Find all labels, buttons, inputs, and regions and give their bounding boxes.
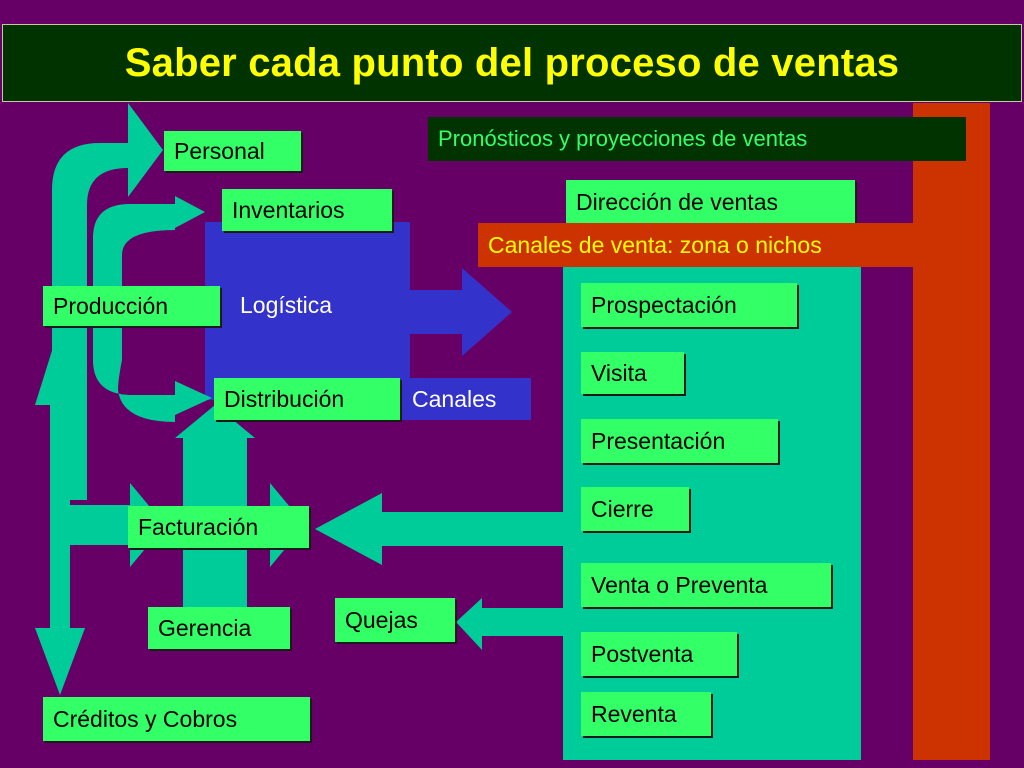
facturacion-box: Facturación (128, 506, 309, 548)
facturacion-label: Facturación (138, 513, 259, 540)
sales-step-label: Prospectación (591, 291, 737, 318)
logistics-block (205, 222, 410, 400)
creditos-box: Créditos y Cobros (43, 697, 310, 741)
canales-box: Canales (402, 378, 531, 420)
sales-step-presentacion: Presentación (581, 419, 778, 463)
logistics-right-arrow (405, 268, 512, 356)
red-bar (913, 103, 990, 760)
sales-step-cierre: Cierre (581, 487, 689, 531)
sales-step-reventa: Reventa (581, 692, 711, 736)
inventarios-arrow (93, 196, 205, 288)
venta-to-quejas-arrow (456, 598, 563, 650)
sales-step-label: Visita (591, 359, 647, 386)
sales-step-label: Reventa (591, 700, 677, 727)
personal-label: Personal (174, 137, 265, 164)
distribucion-box: Distribución (214, 378, 400, 420)
sales-step-postventa: Postventa (581, 632, 737, 676)
pronosticos-box: Pronósticos y proyecciones de ventas (428, 117, 966, 161)
direccion-box: Dirección de ventas (566, 180, 855, 224)
quejas-label: Quejas (345, 606, 418, 633)
logistica-label: Logística (240, 292, 333, 318)
sales-step-visita: Visita (581, 352, 684, 394)
page-title: Saber cada punto del proceso de ventas (124, 40, 900, 85)
sales-step-label: Postventa (591, 640, 694, 667)
gerencia-label: Gerencia (158, 614, 252, 641)
sales-step-label: Cierre (591, 495, 654, 522)
title-bar: Saber cada punto del proceso de ventas (2, 24, 1022, 102)
sales-step-label: Presentación (591, 427, 726, 454)
left-vertical-double-arrow (35, 325, 85, 695)
pronosticos-label: Pronósticos y proyecciones de ventas (438, 126, 808, 151)
sales-step-label: Venta o Preventa (591, 571, 768, 598)
distribucion-arrow (93, 328, 212, 422)
personal-box: Personal (164, 131, 301, 171)
canales-venta-box: Canales de venta: zona o nichos (478, 223, 941, 267)
inventarios-box: Inventarios (222, 189, 392, 231)
canales-venta-label: Canales de venta: zona o nichos (488, 231, 822, 258)
produccion-box: Producción (43, 286, 220, 326)
sales-step-prospectacion: Prospectación (581, 283, 797, 327)
cierre-to-facturacion-arrow (315, 493, 563, 565)
sales-step-venta: Venta o Preventa (581, 563, 831, 607)
distribucion-label: Distribución (224, 385, 345, 412)
gerencia-box: Gerencia (148, 607, 290, 649)
direccion-label: Dirección de ventas (576, 188, 778, 215)
canales-label: Canales (412, 385, 497, 412)
produccion-label: Producción (53, 292, 169, 319)
creditos-label: Créditos y Cobros (53, 705, 238, 732)
inventarios-label: Inventarios (232, 196, 345, 223)
quejas-box: Quejas (335, 598, 455, 642)
